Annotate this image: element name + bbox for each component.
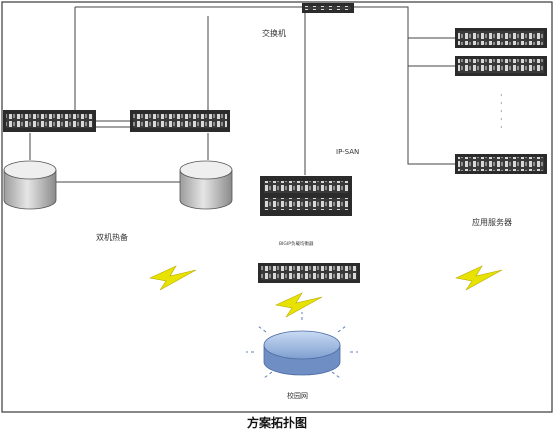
app-servers-label: 应用服务器 <box>472 217 512 227</box>
wireless-bolt-center <box>275 292 323 318</box>
wireless-bolt-right <box>455 265 503 291</box>
switch-label: 交换机 <box>262 28 286 38</box>
ipsan-label: IP-SAN <box>336 148 359 156</box>
storage-disk-right <box>179 160 233 210</box>
campus-network-label: 校园网 <box>287 391 308 400</box>
ipsan-device <box>260 176 352 216</box>
wireless-bolt-left <box>149 265 197 291</box>
connection-lines <box>29 6 455 183</box>
switch-device <box>302 3 354 13</box>
app-server-3 <box>455 154 547 174</box>
load-balancer-device <box>258 263 360 283</box>
ha-label: 双机热备 <box>96 232 128 242</box>
ha-server-left <box>3 110 96 132</box>
load-balancer-label: BIGIP负载均衡器 <box>279 240 314 247</box>
campus-network-cloud <box>246 312 358 379</box>
storage-disk-left <box>3 160 57 210</box>
diagram-caption: 方案拓扑图 <box>246 416 307 430</box>
app-servers-ellipsis: · · · · · <box>500 91 505 132</box>
app-server-1 <box>455 28 547 48</box>
ha-server-right <box>130 110 230 132</box>
diagram-frame <box>1 1 553 413</box>
app-server-2 <box>455 56 547 76</box>
link-switch-app <box>353 6 455 165</box>
